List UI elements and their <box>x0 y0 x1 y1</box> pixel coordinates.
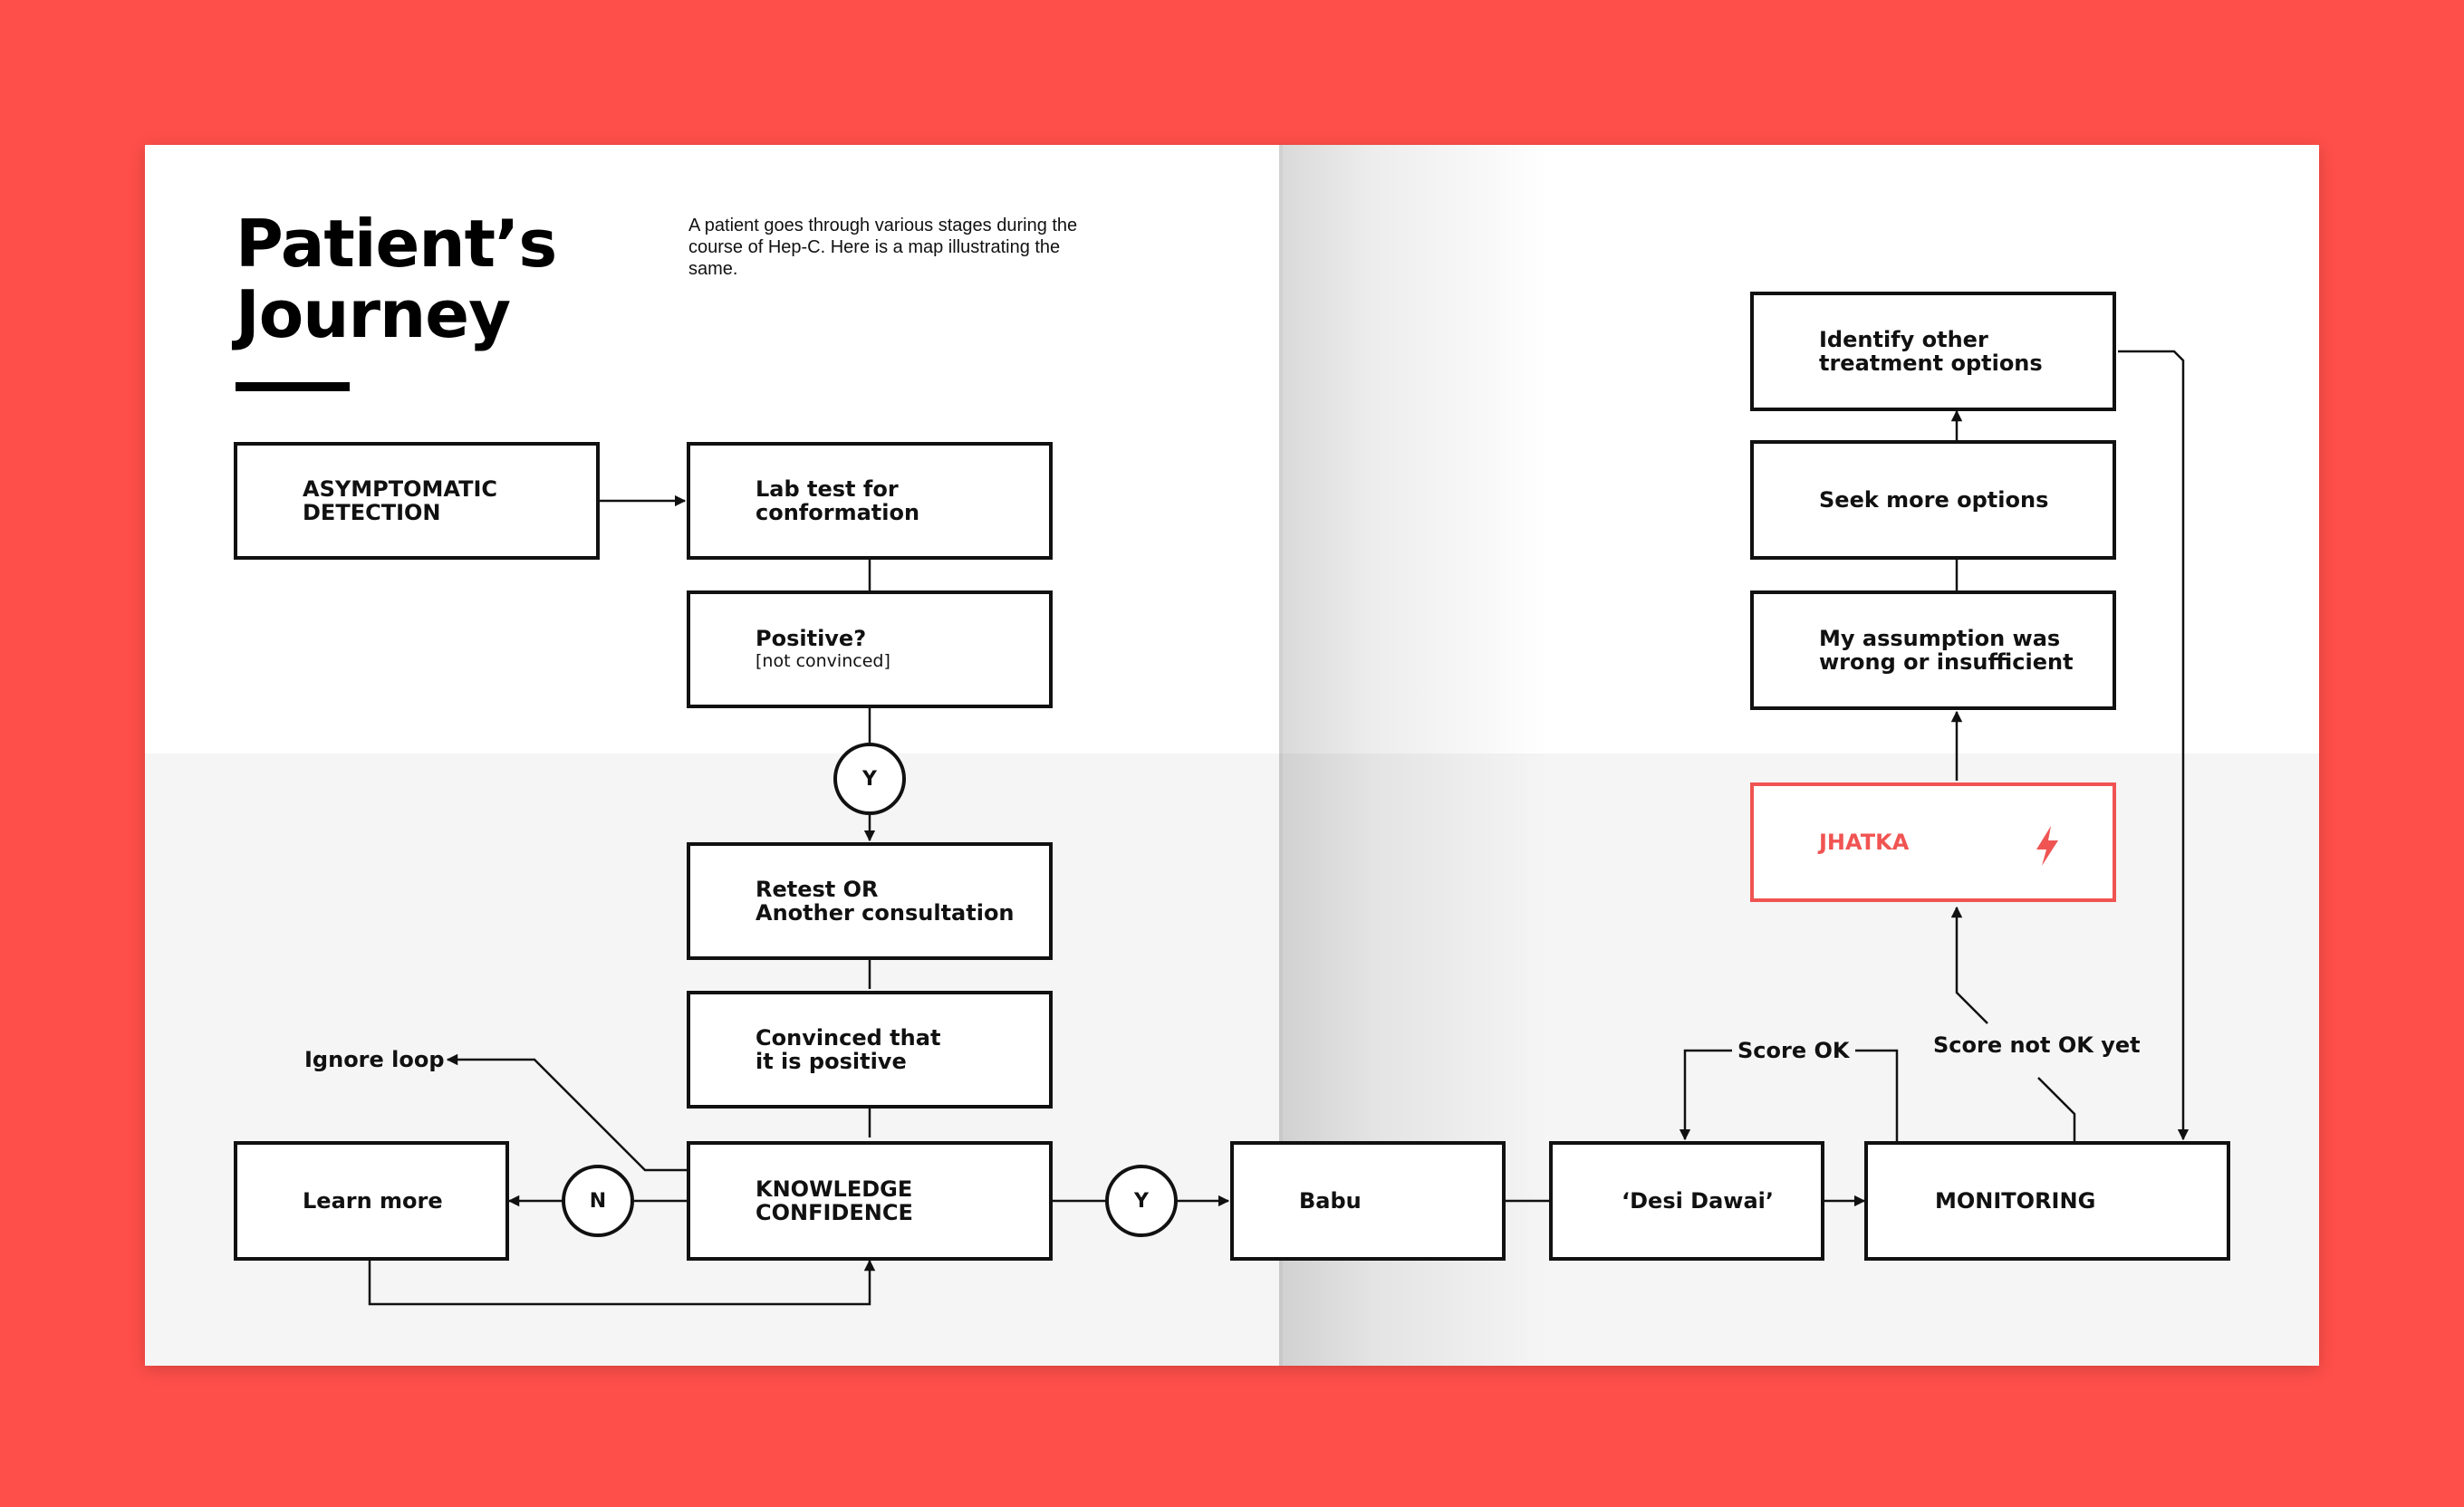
edge-learnmore-loop <box>368 1259 876 1306</box>
title-underline <box>236 382 350 391</box>
title-line-2: Journey <box>236 276 511 352</box>
node-learn-more: Learn more <box>234 1141 509 1261</box>
node-desi-dawai: ‘Desi Dawai’ <box>1549 1141 1824 1261</box>
lightning-bolt-icon <box>2036 826 2058 866</box>
edge-identify-monitoring <box>2118 350 2190 1141</box>
node-seek-more: Seek more options <box>1750 440 2116 560</box>
edge-score-ok-right <box>1855 1049 1899 1143</box>
node-monitoring: MONITORING <box>1864 1141 2230 1261</box>
decision-positive-yes: Y <box>833 743 906 815</box>
connector-lines <box>368 350 2190 1306</box>
edge-score-notok-upper <box>1950 906 1988 1024</box>
edge-ignore-loop <box>446 1053 687 1172</box>
decision-knowledge-no: N <box>562 1165 634 1237</box>
node-jhatka: JHATKA <box>1750 782 2116 902</box>
edge-label-score-ok: Score OK <box>1737 1038 1850 1063</box>
edge-label-ignore-loop: Ignore loop <box>304 1047 445 1072</box>
edge-label-score-not-ok: Score not OK yet <box>1933 1032 2141 1058</box>
node-positive: Positive? [not convinced] <box>687 590 1053 708</box>
intro-text: A patient goes through various stages du… <box>688 216 1078 279</box>
book-spread: Patient’s Journey A patient goes through… <box>145 145 2319 1366</box>
node-retest: Retest OR Another consultation <box>687 842 1053 960</box>
node-knowledge-confidence: KNOWLEDGE CONFIDENCE <box>687 1141 1053 1261</box>
title-line-1: Patient’s <box>236 206 557 282</box>
node-lab-test: Lab test for conformation <box>687 442 1053 560</box>
page-fold-line <box>1279 145 1283 1366</box>
page-title: Patient’s Journey <box>236 206 557 352</box>
edge-score-notok-lower <box>2037 1077 2076 1143</box>
node-babu: Babu <box>1230 1141 1506 1261</box>
decision-knowledge-yes: Y <box>1105 1165 1178 1237</box>
node-identify-other: Identify other treatment options <box>1750 292 2116 411</box>
edge-score-ok-left <box>1679 1049 1732 1141</box>
node-convinced: Convinced that it is positive <box>687 991 1053 1109</box>
node-assumption-wrong: My assumption was wrong or insufficient <box>1750 590 2116 710</box>
node-asymptomatic-detection: ASYMPTOMATIC DETECTION <box>234 442 600 560</box>
